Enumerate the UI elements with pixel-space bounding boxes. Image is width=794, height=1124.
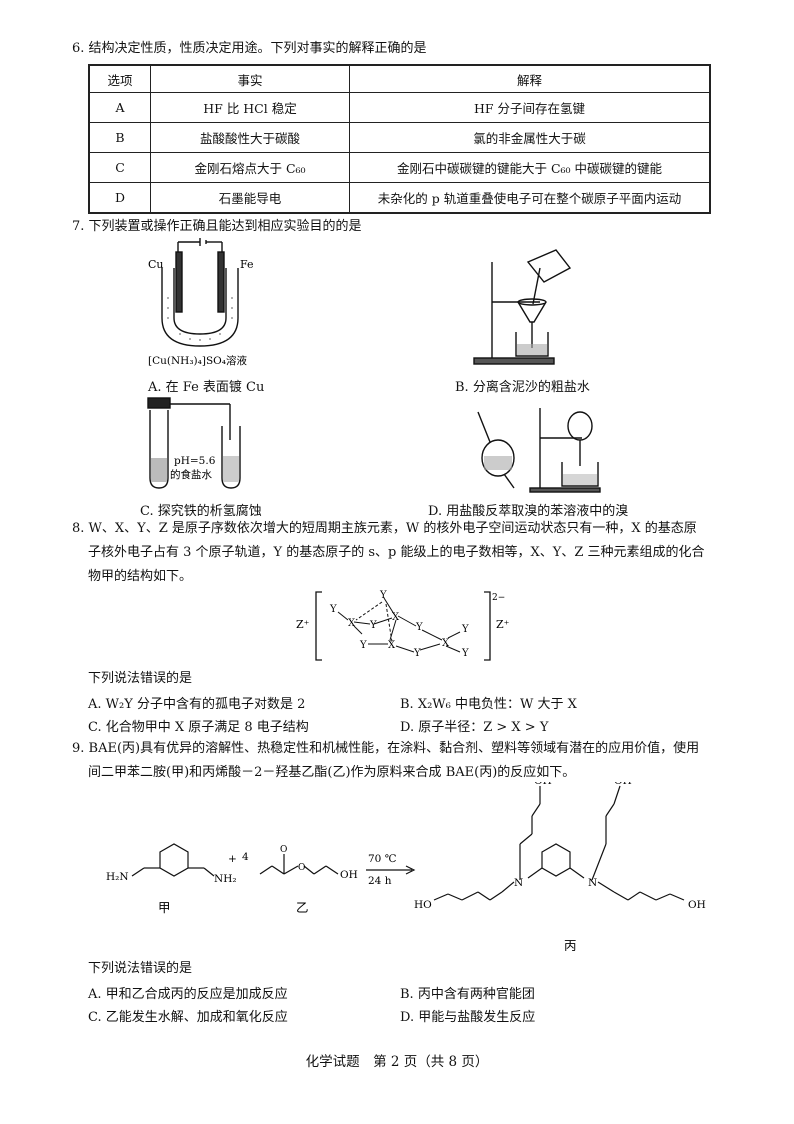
label-n-right: N (588, 877, 597, 889)
q8-prompt: 下列说法错误的是 (88, 671, 193, 686)
label-jia: 甲 (158, 900, 171, 915)
q8-line3: 物甲的结构如下。 (88, 569, 193, 584)
page-footer: 化学试题 第 2 页（共 8 页） (305, 1054, 489, 1070)
q9-option-c[interactable]: C. 乙能发生水解、加成和氧化反应 (88, 1010, 288, 1025)
svg-text:Y: Y (415, 622, 423, 633)
condition-time: 24 h (368, 875, 392, 887)
row-option: A (88, 92, 151, 123)
q7-caption-a: A. 在 Fe 表面镀 Cu (148, 380, 265, 395)
row-fact: HF 比 HCl 稳定 (150, 92, 350, 123)
q7-stem: 7. 下列装置或操作正确且能达到相应实验目的的是 (72, 219, 362, 234)
row-explanation: HF 分子间存在氢键 (349, 92, 711, 123)
table-row: B 盐酸酸性大于碳酸 氯的非金属性大于碳 (88, 122, 711, 153)
row-option: B (88, 122, 151, 153)
q8-option-b[interactable]: B. X₂W₆ 中电负性：W 大于 X (400, 697, 577, 712)
q6-stem: 6. 结构决定性质，性质决定用途。下列对事实的解释正确的是 (72, 41, 427, 56)
cation-left: Z⁺ (296, 618, 310, 631)
q7-caption-c: C. 探究铁的析氢腐蚀 (140, 504, 262, 519)
row-fact: 金刚石熔点大于 C₆₀ (150, 152, 350, 183)
charge: 2− (492, 593, 505, 603)
reaction-scheme-figure: H₂N NH₂ + 4 O O OH 70 ℃ 24 h N N OH OH H… (106, 782, 706, 953)
table-row: D 石墨能导电 未杂化的 p 轨道重叠使电子可在整个碳原子平面内运动 (88, 182, 711, 214)
q8-option-c[interactable]: C. 化合物甲中 X 原子满足 8 电子结构 (88, 720, 309, 735)
row-explanation: 金刚石中碳碳键的键能大于 C₆₀ 中碳碳键的键能 (349, 152, 711, 183)
label-oh-top-left: OH (534, 782, 552, 787)
row-fact: 石墨能导电 (150, 182, 350, 214)
cation-right: Z⁺ (496, 618, 510, 631)
table-row: A HF 比 HCl 稳定 HF 分子间存在氢键 (88, 92, 711, 123)
svg-text:Y: Y (379, 590, 387, 601)
row-fact: 盐酸酸性大于碳酸 (150, 122, 350, 153)
label-plus: + (228, 853, 237, 865)
condition-temp: 70 ℃ (368, 853, 397, 865)
q9-line2: 间二甲苯二胺(甲)和丙烯酸－2－羟基乙酯(乙)作为原料来合成 BAE(丙)的反应… (88, 765, 576, 780)
label-coefficient: 4 (242, 851, 249, 863)
q9-prompt: 下列说法错误的是 (88, 961, 193, 976)
header-fact: 事实 (150, 64, 350, 93)
table-header-row: 选项 事实 解释 (88, 64, 711, 93)
label-fe: Fe (240, 258, 254, 271)
q8-option-d[interactable]: D. 原子半径：Z > X > Y (400, 720, 549, 735)
q7-caption-b: B. 分离含泥沙的粗盐水 (455, 380, 590, 395)
svg-text:X: X (442, 638, 450, 649)
table-row: C 金刚石熔点大于 C₆₀ 金刚石中碳碳键的键能大于 C₆₀ 中碳碳键的键能 (88, 152, 711, 183)
corrosion-figure: pH=5.6 的食盐水 (147, 397, 241, 489)
electroplating-u-tube-figure: Cu Fe [Cu(NH₃)₄]SO₄溶液 (148, 238, 254, 367)
svg-text:X: X (392, 612, 400, 623)
header-option: 选项 (88, 64, 151, 93)
svg-text:O: O (280, 845, 287, 855)
label-h2n: H₂N (106, 871, 129, 883)
svg-text:Y: Y (413, 648, 421, 659)
label-saltwater: 的食盐水 (170, 468, 212, 481)
q9-line1: 9. BAE(丙)具有优异的溶解性、热稳定性和机械性能，在涂料、黏合剂、塑料等领… (72, 741, 700, 756)
svg-text:O: O (298, 863, 305, 873)
label-cu: Cu (148, 258, 164, 271)
q7-caption-d: D. 用盐酸反萃取溴的苯溶液中的溴 (428, 504, 629, 519)
row-explanation: 氯的非金属性大于碳 (349, 122, 711, 153)
label-nh2: NH₂ (214, 873, 237, 885)
label-n-left: N (514, 877, 523, 889)
label-ph: pH=5.6 (174, 455, 216, 467)
svg-text:X: X (348, 618, 356, 629)
label-ho-left: HO (414, 899, 432, 911)
label-yi: 乙 (296, 900, 309, 915)
q6-table: 选项 事实 解释 A HF 比 HCl 稳定 HF 分子间存在氢键 B 盐酸酸性… (88, 64, 711, 214)
q9-option-b[interactable]: B. 丙中含有两种官能团 (400, 987, 535, 1002)
q9-option-a[interactable]: A. 甲和乙合成丙的反应是加成反应 (88, 987, 288, 1002)
q8-option-a[interactable]: A. W₂Y 分子中含有的孤电子对数是 2 (88, 697, 306, 712)
svg-text:X: X (388, 640, 396, 651)
row-explanation: 未杂化的 p 轨道重叠使电子可在整个碳原子平面内运动 (349, 182, 711, 214)
svg-text:Y: Y (329, 604, 337, 615)
label-oh-top-right: OH (614, 782, 632, 787)
q8-line1: 8. W、X、Y、Z 是原子序数依次增大的短周期主族元素，W 的核外电子空间运动… (72, 521, 697, 536)
label-oh-yi: OH (340, 869, 358, 881)
svg-text:Y: Y (461, 624, 469, 635)
svg-text:Y: Y (359, 640, 367, 651)
q9-option-d[interactable]: D. 甲能与盐酸发生反应 (400, 1010, 536, 1025)
label-oh-right: OH (688, 899, 706, 911)
q8-line2: 子核外电子占有 3 个原子轨道，Y 的基态原子的 s、p 能级上的电子数相等，X… (88, 545, 705, 560)
svg-text:Y: Y (369, 620, 377, 631)
separatory-funnel-figure (477, 408, 601, 493)
row-option: C (88, 152, 151, 183)
filtration-figure (473, 249, 572, 365)
label-bing: 丙 (564, 938, 577, 953)
header-explanation: 解释 (349, 64, 711, 93)
label-solution: [Cu(NH₃)₄]SO₄溶液 (148, 354, 247, 367)
svg-text:Y: Y (461, 648, 469, 659)
row-option: D (88, 182, 151, 214)
